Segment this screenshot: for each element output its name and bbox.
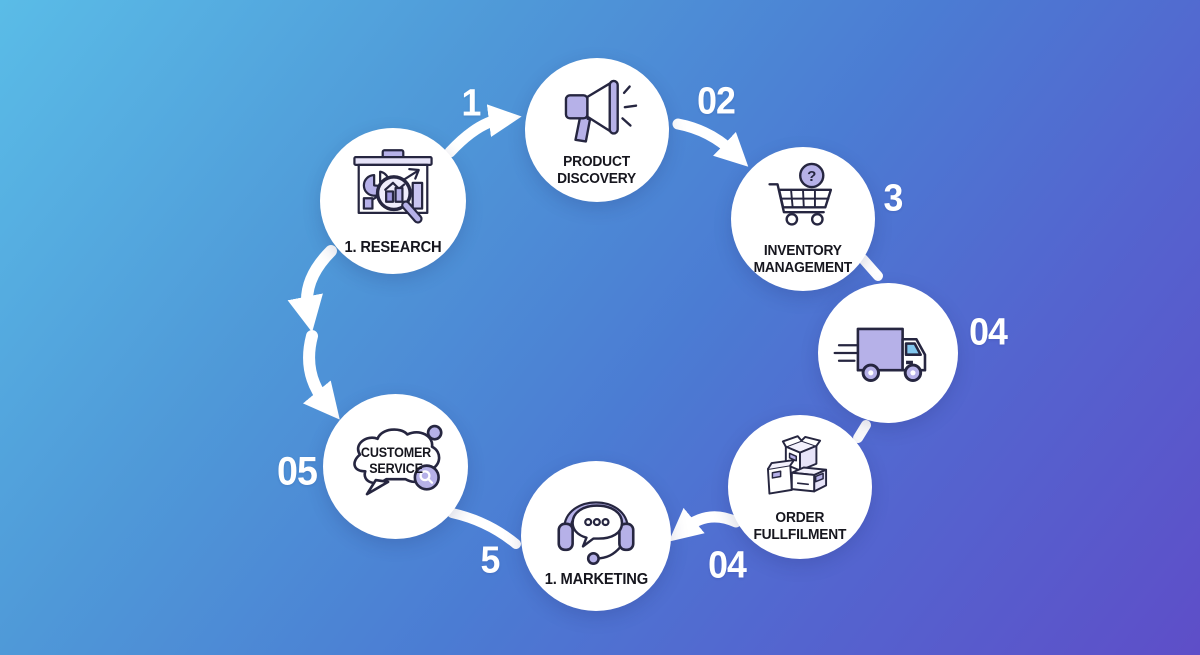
step-number-05: 05 [277,449,318,494]
node-customer-service: CUSTOMER SERVICE [323,394,468,539]
customer-service-bubble-text: CUSTOMER SERVICE [360,444,431,476]
node-research-label: 1. RESEARCH [344,238,442,256]
delivery-truck-icon [833,327,927,382]
node-inventory-management: ? INVENTORY MANAGEMENT [731,147,875,291]
node-product-discovery-label: PRODUCT DISCOVERY [557,154,637,187]
dash-inventory-to-delivery [858,254,883,281]
node-order-fulfillment-label: ORDER FULLFILMENT [753,510,847,543]
step-number-02: 02 [697,80,736,123]
headset-chat-icon [557,501,635,565]
step-number-3: 3 [883,177,904,220]
megaphone-icon [564,79,638,143]
question-glyph: ? [807,168,816,185]
dash-delivery-to-fulfillment [853,420,871,443]
node-order-fulfillment: ORDER FULLFILMENT [728,415,872,559]
curve-service-to-marketing [447,508,521,549]
arrow-research-to-discovery [444,104,522,158]
node-delivery [818,283,958,423]
arrow-research-to-service-upper [287,245,337,333]
customer-service-bubble-icon [352,424,443,496]
parcel-boxes-icon [766,435,828,495]
node-inventory-management-label: INVENTORY MANAGEMENT [753,243,853,276]
step-number-04-marketing: 04 [708,544,747,587]
node-marketing: 1. MARKETING [521,461,671,611]
step-number-1: 1 [461,82,482,125]
research-analytics-magnifier-icon [353,148,433,224]
shopping-cart-question-icon: ? [768,162,833,226]
node-product-discovery: PRODUCT DISCOVERY [525,58,669,202]
arrow-fulfillment-to-marketing [668,507,742,542]
step-number-5: 5 [480,539,501,582]
step-number-04-delivery: 04 [969,311,1008,354]
arrow-discovery-to-inventory [672,118,749,167]
arrow-research-to-service-lower [302,330,340,420]
node-research: 1. RESEARCH [320,128,466,274]
node-marketing-label: 1. MARKETING [544,570,648,588]
